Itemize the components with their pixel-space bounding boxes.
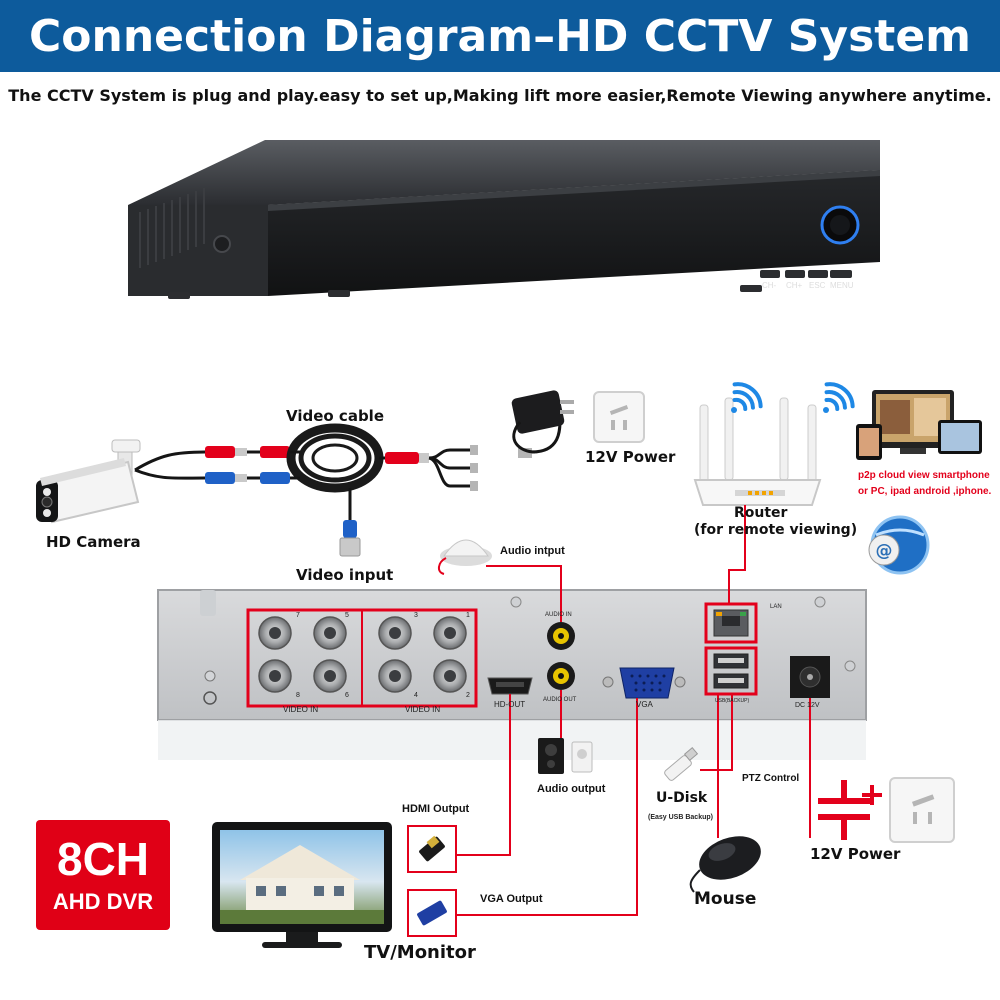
title-banner: Connection Diagram–HD CCTV System <box>0 0 1000 72</box>
tv-monitor-image <box>212 822 392 948</box>
router-note-label: (for remote viewing) <box>694 522 858 538</box>
front-button-menu: MENU <box>830 281 854 290</box>
usb-ports <box>704 646 758 696</box>
port-number-6: 6 <box>345 692 349 699</box>
front-button-ch-minus: CH- <box>762 281 777 290</box>
vga-output-label: VGA Output <box>480 893 543 905</box>
port-number-8: 8 <box>296 692 300 699</box>
router-image <box>693 397 822 506</box>
port-number-1: 1 <box>466 612 470 619</box>
vga-port <box>602 667 686 699</box>
udisk-label: U-Disk <box>656 790 708 806</box>
badge-channels: 8CH <box>56 833 150 885</box>
mouse-image <box>689 836 761 893</box>
svg-text:@: @ <box>876 541 893 561</box>
power-adapter-top-image <box>511 390 574 454</box>
video-connectors-left <box>205 446 290 484</box>
video-cable-coil <box>286 423 384 493</box>
connection-wires <box>456 505 811 916</box>
udisk-note-label: (Easy USB Backup) <box>648 814 713 821</box>
remote-devices-image <box>856 390 982 460</box>
wifi-icon-left <box>731 382 763 413</box>
audio-in-panel-label: AUDIO IN <box>545 612 572 618</box>
audio-input-label: Audio intput <box>500 545 565 557</box>
hd-camera-image <box>36 439 141 524</box>
dc12v-panel-label: DC 12V <box>795 702 820 709</box>
hdmi-cable-image <box>407 825 457 873</box>
internet-globe-icon: @ <box>868 515 930 575</box>
wall-outlet-bottom-image <box>889 777 955 843</box>
camera-cables <box>134 450 206 480</box>
port-number-2: 2 <box>466 692 470 699</box>
front-button-ch-plus: CH+ <box>786 281 803 290</box>
audio-jacks <box>547 622 575 690</box>
channel-badge: 8CH AHD DVR <box>36 820 170 930</box>
router-label: Router <box>734 505 788 521</box>
power-bottom-label: 12V Power <box>810 845 901 863</box>
p2p-line1-label: p2p cloud view smartphone <box>858 470 990 481</box>
hdmi-output-label: HDMI Output <box>402 803 470 815</box>
port-number-5: 5 <box>345 612 349 619</box>
port-number-3: 3 <box>414 612 418 619</box>
audio-microphone-image <box>438 539 492 575</box>
video-in-bnc-group <box>246 608 478 708</box>
lan-port <box>704 602 758 644</box>
vga-panel-label: VGA <box>636 700 653 709</box>
front-button-esc: ESC <box>809 281 826 290</box>
dvr-front-unit <box>128 140 880 299</box>
tv-monitor-label: TV/Monitor <box>364 942 476 963</box>
video-input-label: Video input <box>296 566 394 584</box>
video-in-label-right: VIDEO IN <box>405 705 441 714</box>
audio-out-panel-label: AUDIO OUT <box>543 697 577 703</box>
wifi-icon-right <box>823 382 855 413</box>
p2p-line2-label: or PC, ipad android ,iphone. <box>858 486 992 497</box>
hd-out-panel-label: HD-OUT <box>494 700 526 709</box>
udisk-image <box>664 747 699 781</box>
video-in-label-left: VIDEO IN <box>283 705 319 714</box>
power-symbol-icon <box>818 780 882 840</box>
speakers-image <box>538 738 593 774</box>
port-number-4: 4 <box>414 692 418 699</box>
port-number-7: 7 <box>296 612 300 619</box>
power-top-label: 12V Power <box>585 448 676 466</box>
hdmi-port <box>487 677 533 695</box>
page-title: Connection Diagram–HD CCTV System <box>28 10 972 62</box>
wall-outlet-top-image <box>593 391 645 443</box>
badge-type: AHD DVR <box>52 889 154 914</box>
vga-cable-image <box>407 889 457 937</box>
hd-camera-label: HD Camera <box>46 533 141 551</box>
video-cable-label: Video cable <box>286 407 384 425</box>
ptz-control-label: PTZ Control <box>742 773 800 784</box>
lan-panel-label: LAN <box>770 604 782 610</box>
usb-panel-label: USB(BACKUP) <box>715 698 750 704</box>
page-subtitle: The CCTV System is plug and play.easy to… <box>8 86 992 105</box>
dc-power-jack <box>790 656 830 698</box>
audio-output-label: Audio output <box>537 783 606 795</box>
mouse-label: Mouse <box>694 889 757 909</box>
